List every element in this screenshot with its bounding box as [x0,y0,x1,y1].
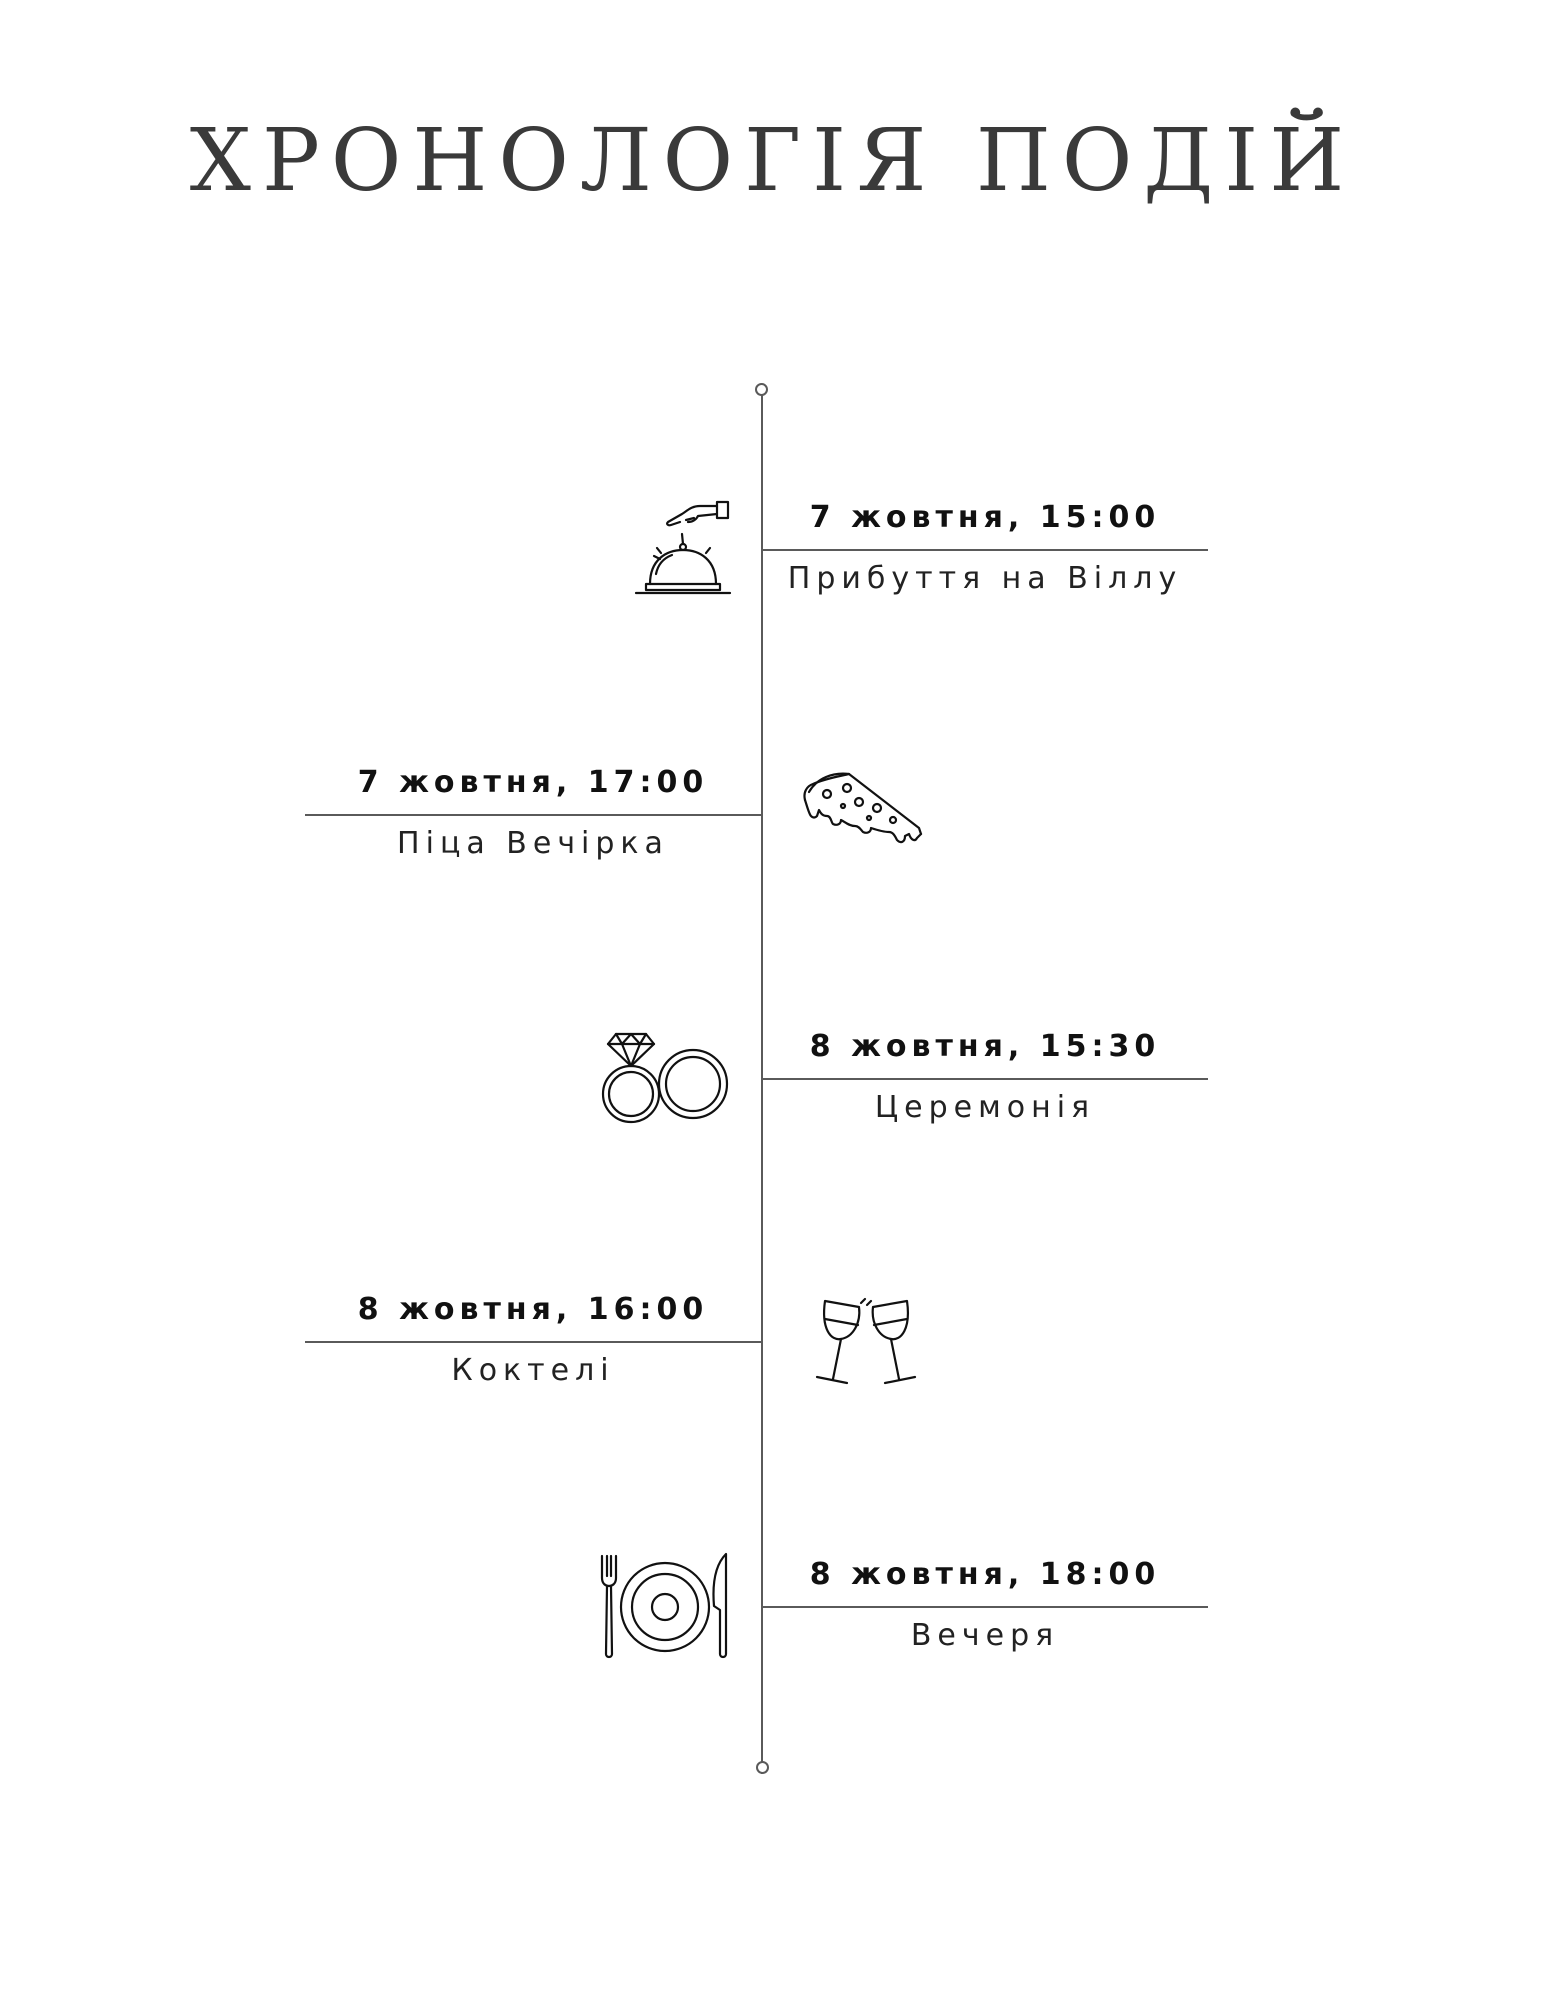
wedding-rings-icon [598,1026,733,1128]
wine-glasses-toast-icon [803,1297,928,1392]
timeline-event-pizza-party: 7 жовтня, 17:00 Піца Вечірка [305,765,761,865]
timeline-start-dot [755,383,768,396]
event-date: 8 жовтня, 15:30 [809,1029,1161,1064]
plate-fork-knife-icon [598,1552,733,1662]
event-label: Коктелі [451,1353,615,1388]
page-title: ХРОНОЛОГІЯ ПОДІЙ [189,111,1356,211]
event-date: 8 жовтня, 16:00 [357,1292,709,1327]
event-divider [762,1078,1208,1080]
timeline-event-ceremony: 8 жовтня, 15:30 Церемонія [762,1029,1208,1129]
event-date: 7 жовтня, 17:00 [357,765,709,800]
timeline-end-dot [756,1761,769,1774]
pizza-slice-icon [797,770,927,855]
event-divider [305,814,761,816]
timeline-event-arrival: 7 жовтня, 15:00 Прибуття на Віллу [762,500,1208,600]
event-divider [762,549,1208,551]
event-date: 8 жовтня, 18:00 [809,1557,1161,1592]
event-label: Церемонія [874,1090,1096,1125]
event-date: 7 жовтня, 15:00 [809,500,1161,535]
event-divider [305,1341,761,1343]
timeline-event-dinner: 8 жовтня, 18:00 Вечеря [762,1557,1208,1657]
timeline-event-cocktails: 8 жовтня, 16:00 Коктелі [305,1292,761,1392]
event-label: Вечеря [910,1618,1060,1653]
timeline-axis [761,392,763,1774]
event-divider [762,1606,1208,1608]
event-label: Прибуття на Віллу [787,561,1183,596]
event-label: Піца Вечірка [397,826,669,861]
service-bell-icon [628,498,733,600]
